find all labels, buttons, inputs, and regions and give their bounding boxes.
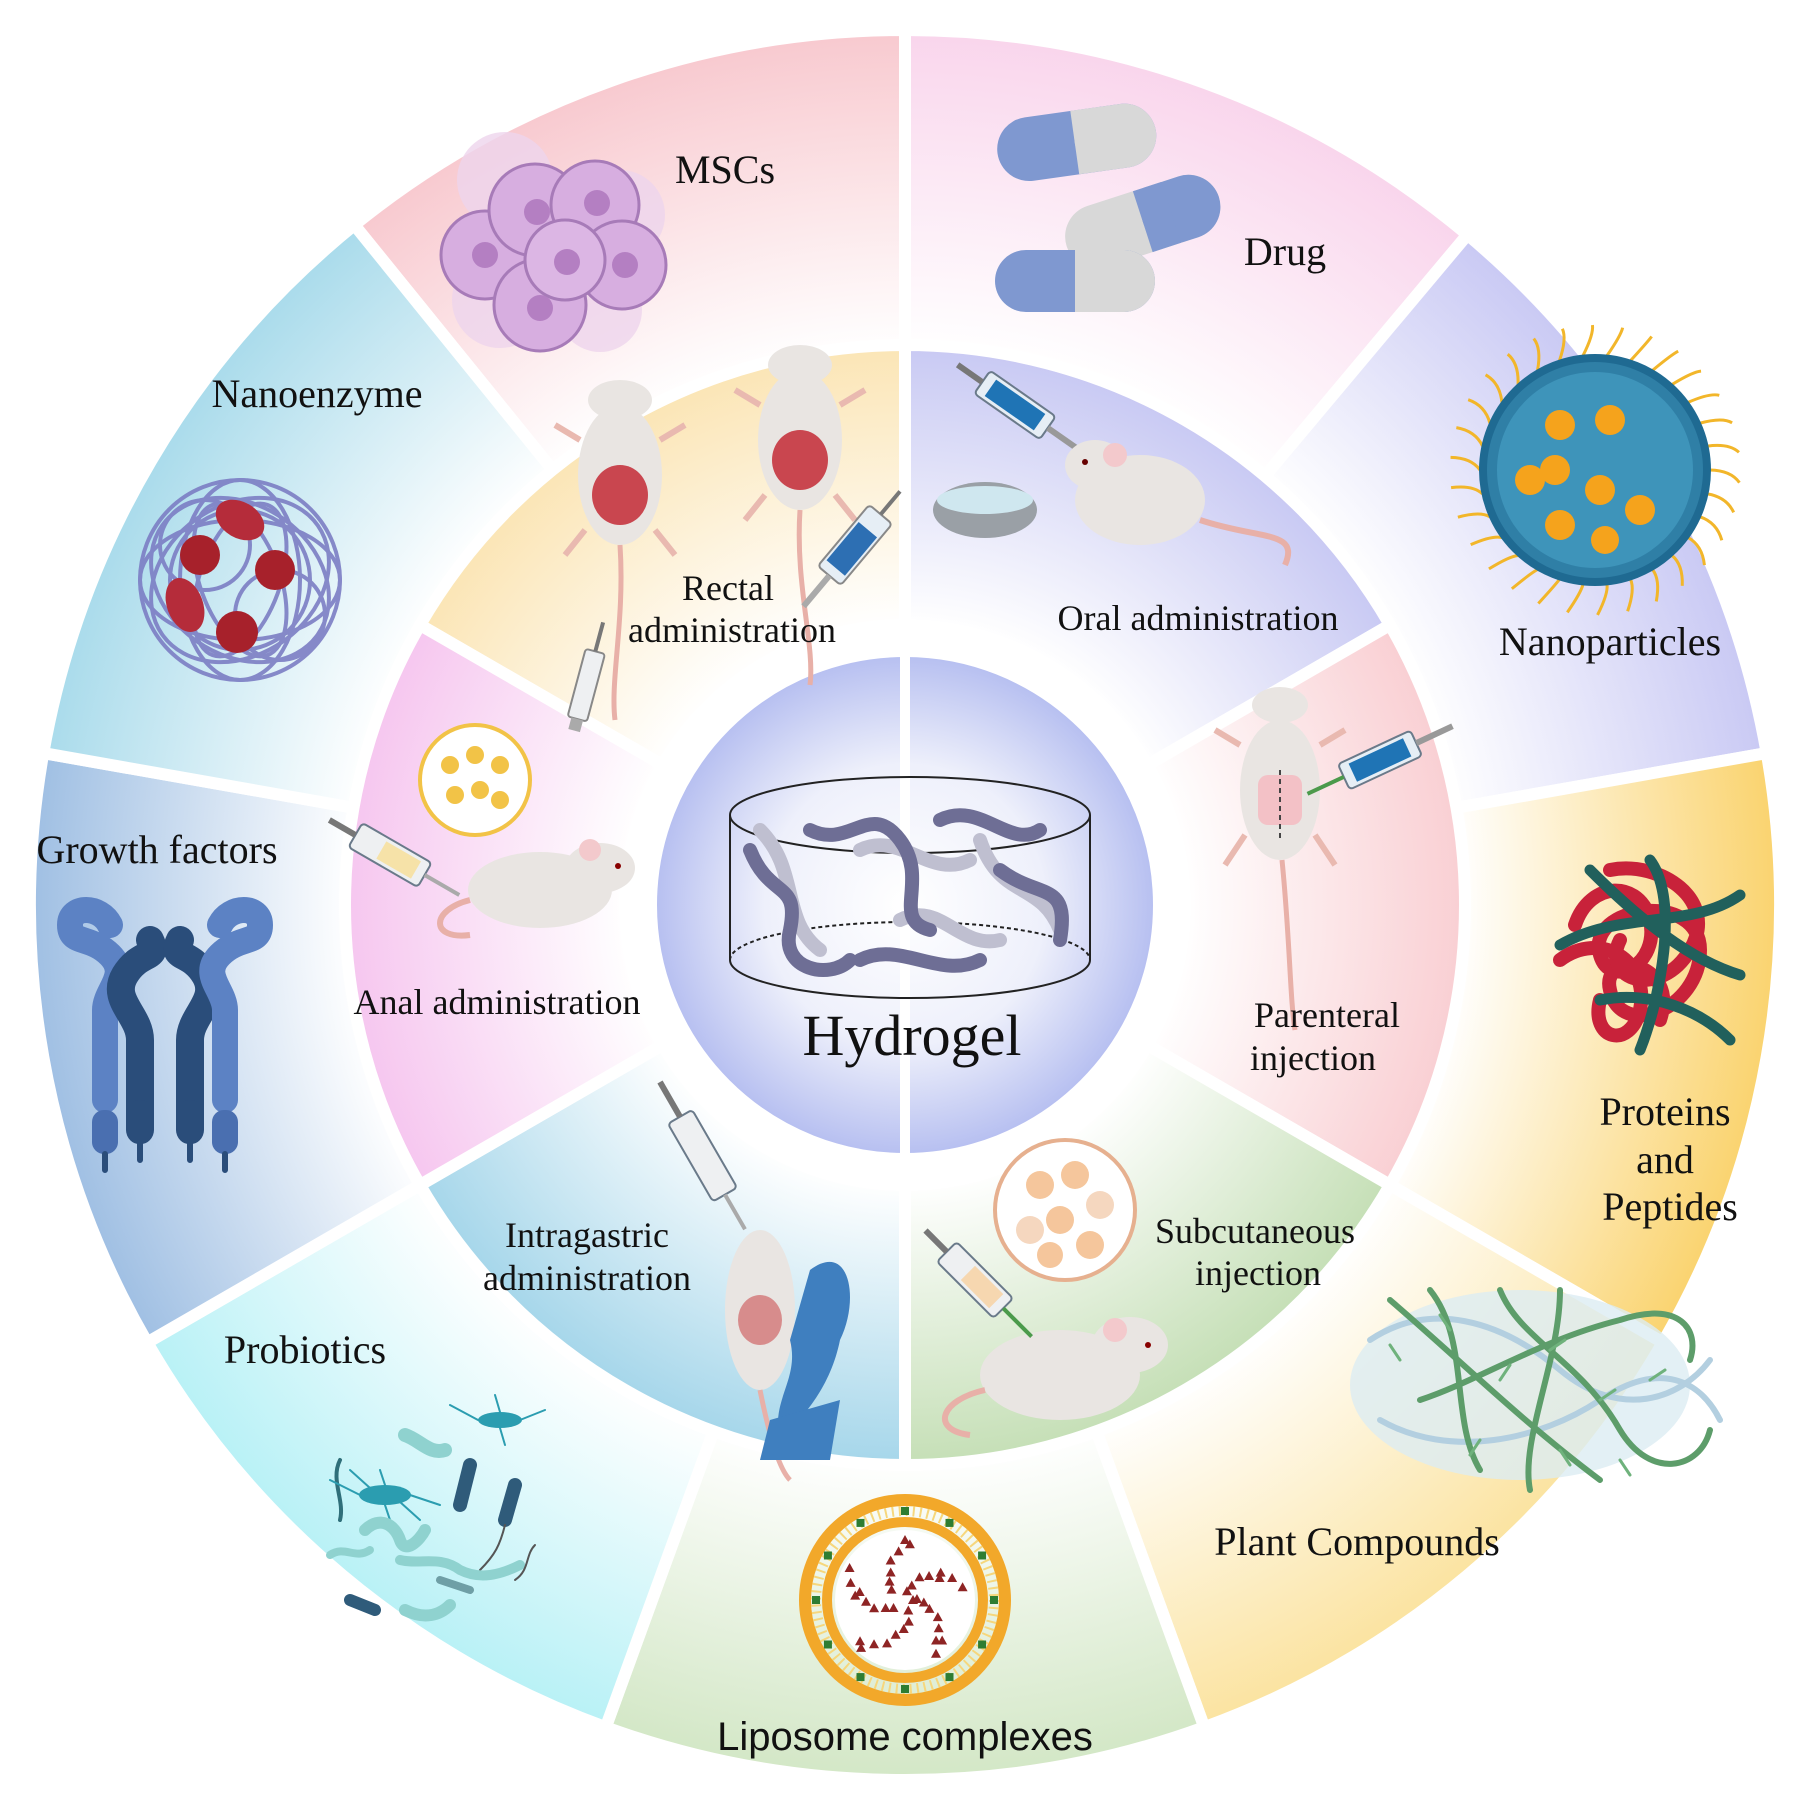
msc-label: MSCs bbox=[675, 147, 775, 192]
anal-mouse-illustration bbox=[327, 723, 635, 939]
subcutaneous-label-line2: injection bbox=[1195, 1253, 1321, 1293]
protein-illustration bbox=[1553, 854, 1746, 1056]
probiotics-illustration bbox=[326, 1394, 546, 1622]
parenteral-label-line2: injection bbox=[1250, 1038, 1376, 1078]
parenteral-label-line1: Parenteral bbox=[1254, 995, 1400, 1035]
nanoenzyme-label: Nanoenzyme bbox=[211, 371, 422, 416]
drug-label: Drug bbox=[1244, 229, 1326, 274]
rectal-label-line2: administration bbox=[628, 610, 836, 650]
parenteral-mouse-illustration bbox=[1213, 687, 1454, 1031]
center-label: Hydrogel bbox=[802, 1003, 1021, 1068]
oral-sector bbox=[899, 338, 1399, 774]
nanoparticles-label: Nanoparticles bbox=[1499, 619, 1721, 664]
intragastric-mouse-illustration bbox=[657, 1080, 850, 1482]
growth-label: Growth factors bbox=[36, 827, 277, 872]
hydrogel-cylinder-illustration bbox=[729, 776, 1091, 999]
plant-compound-illustration bbox=[1350, 1287, 1723, 1493]
proteins-label-line3: Peptides bbox=[1602, 1184, 1738, 1229]
rectal-label-line1: Rectal bbox=[682, 568, 774, 608]
inner-ring-labels: Rectal administration Oral administratio… bbox=[354, 568, 1400, 1298]
oral-mouse-illustration bbox=[933, 362, 1292, 567]
rectal-mouse-illustration bbox=[553, 345, 902, 733]
drug-capsules-illustration bbox=[995, 103, 1221, 312]
proteins-label-line1: Proteins bbox=[1599, 1089, 1730, 1134]
nanoparticle-illustration bbox=[1450, 324, 1741, 616]
proteins-label-line2: and bbox=[1636, 1137, 1694, 1182]
liposome-illustration bbox=[799, 1494, 1011, 1706]
msc-cells-illustration bbox=[439, 132, 668, 353]
anal-label: Anal administration bbox=[354, 982, 641, 1022]
intragastric-label-line1: Intragastric bbox=[505, 1215, 669, 1255]
liposome-label: Liposome complexes bbox=[717, 1715, 1093, 1759]
growth-factor-illustration bbox=[56, 897, 274, 1173]
subcutaneous-label-line1: Subcutaneous bbox=[1155, 1211, 1355, 1251]
plant-label: Plant Compounds bbox=[1214, 1519, 1500, 1564]
intragastric-label-line2: administration bbox=[483, 1258, 691, 1298]
outer-ring-labels: MSCs Drug Nanoparticles Proteins and Pep… bbox=[36, 147, 1737, 1759]
nanoenzyme-illustration bbox=[138, 478, 342, 682]
probiotics-label: Probiotics bbox=[224, 1327, 386, 1372]
oral-label: Oral administration bbox=[1058, 598, 1339, 638]
subcutaneous-mouse-illustration bbox=[923, 1138, 1168, 1438]
